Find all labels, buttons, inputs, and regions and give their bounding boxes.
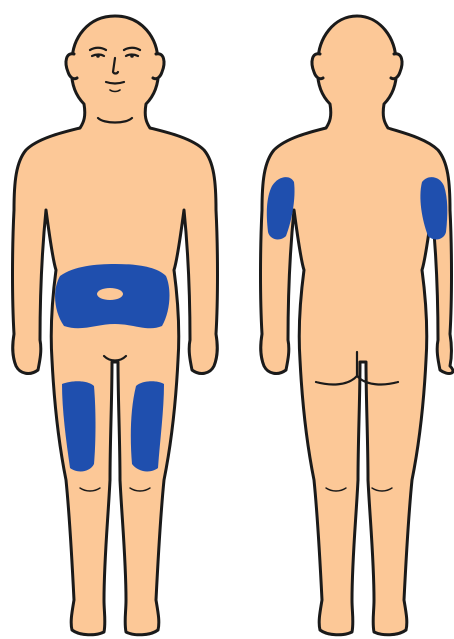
front-figure bbox=[13, 16, 218, 635]
front-navel-gap bbox=[97, 288, 123, 300]
back-figure bbox=[261, 16, 453, 635]
front-body-outline bbox=[13, 16, 218, 635]
back-body-outline bbox=[261, 16, 453, 635]
